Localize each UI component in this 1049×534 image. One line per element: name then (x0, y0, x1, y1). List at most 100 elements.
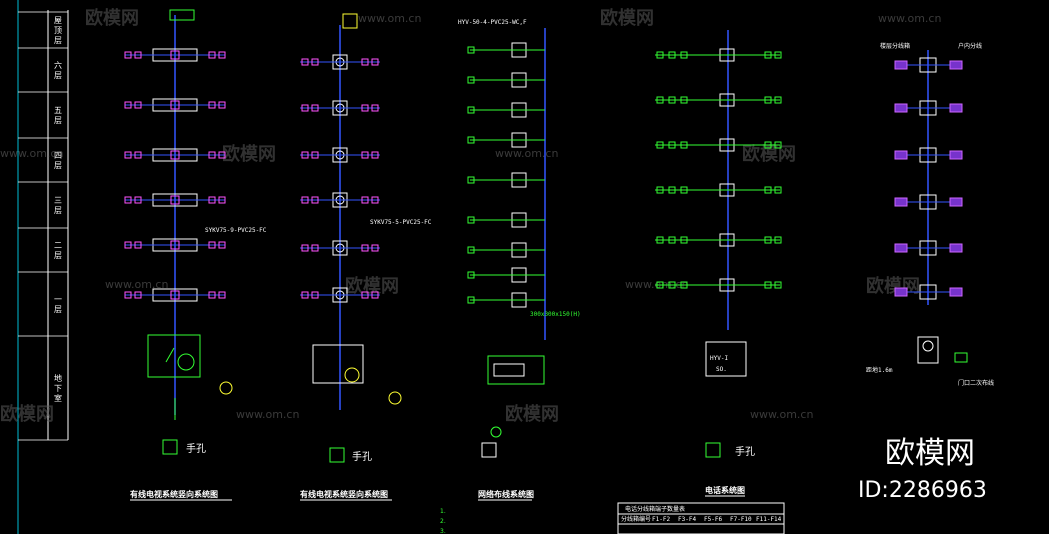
outlet-symbol (371, 244, 379, 252)
top-left-label: 楼层分线箱 (880, 42, 910, 50)
outlet-symbol (124, 101, 132, 109)
watermark-brand: 欧模网 (0, 403, 54, 425)
outlet-symbol (134, 51, 142, 59)
watermark-url: www.om.cn (105, 278, 168, 291)
outlet-symbol (361, 104, 369, 112)
watermark-url: www.om.cn (0, 147, 63, 160)
tel-box-label: SO. (716, 366, 727, 373)
table-header: F5-F6 (704, 516, 722, 523)
outlet-symbol (311, 104, 319, 112)
outlet-symbol (467, 76, 475, 84)
floor-label: 一 (54, 295, 62, 304)
watermark-url: www.om.cn (750, 408, 813, 421)
tel-box-name: HYV-I (710, 355, 728, 362)
outlet-symbol (361, 291, 369, 299)
outlet-symbol (764, 96, 772, 104)
floor-label: 二 (54, 241, 62, 250)
outlet-symbol (467, 106, 475, 114)
outlet-symbol (311, 244, 319, 252)
splitter-symbol (170, 240, 180, 250)
table-header: F11-F14 (756, 516, 782, 523)
outlet-symbol (774, 141, 782, 149)
table-header: F1-F2 (652, 516, 670, 523)
outlet-symbol (301, 291, 309, 299)
floor-label: 层 (54, 305, 62, 314)
floor-label: 三 (54, 196, 62, 205)
outlet-symbol (208, 51, 216, 59)
splitter-symbol (170, 100, 180, 110)
watermark-brand: 欧模网 (85, 7, 139, 29)
outlet-symbol (218, 151, 226, 159)
floor-label: 层 (54, 36, 62, 45)
floor-label: 屋 (54, 16, 62, 25)
riser-cable-label: SYKV75-5-PVC25-FC (370, 219, 432, 226)
diagram-catv-2: 手孔 SYKV75-5-PVC25-FC 有线电视系统竖向系统图 (300, 13, 432, 501)
outlet-symbol (680, 96, 688, 104)
outlet-symbol (134, 241, 142, 249)
splitter-symbol (170, 195, 180, 205)
outlet-symbol (656, 51, 664, 59)
note-item: 1. (440, 508, 446, 515)
diagram-title: 电话系统图 (705, 485, 745, 495)
outlet-symbol (124, 151, 132, 159)
outlet-symbol (680, 141, 688, 149)
outlet-symbol (680, 236, 688, 244)
outlet-symbol (774, 186, 782, 194)
outlet-symbol (764, 236, 772, 244)
floor-label: 四 (54, 151, 62, 160)
intercom-unit (894, 103, 908, 113)
watermark-url: www.om.cn (236, 408, 299, 421)
hand-hole-label: 手孔 (735, 445, 755, 458)
intercom-unit (949, 103, 963, 113)
floor-label: 室 (54, 393, 62, 403)
outlet-symbol (124, 241, 132, 249)
table-header: 分线箱编号 (621, 515, 651, 523)
brand-name: 欧模网 (885, 436, 975, 471)
intercom-unit (894, 287, 908, 297)
outlet-symbol (301, 196, 309, 204)
outlet-symbol (371, 196, 379, 204)
diagram-title: 网络布线系统图 (478, 489, 534, 499)
diagram-title: 有线电视系统竖向系统图 (300, 489, 388, 499)
outlet-symbol (218, 51, 226, 59)
door-note: 门口二次布线 (958, 379, 994, 387)
note-item: 2. (440, 518, 446, 525)
outlet-symbol (361, 58, 369, 66)
outlet-symbol (311, 196, 319, 204)
floor-label: 层 (54, 206, 62, 215)
outlet-symbol (218, 291, 226, 299)
hand-hole-label: 手孔 (186, 442, 206, 455)
outlet-symbol (668, 51, 676, 59)
intercom-unit (949, 60, 963, 70)
outlet-symbol (467, 176, 475, 184)
outlet-symbol (311, 291, 319, 299)
outlet-symbol (680, 281, 688, 289)
outlet-symbol (311, 58, 319, 66)
watermark-brand: 欧模网 (345, 275, 399, 297)
outlet-symbol (764, 51, 772, 59)
outlet-symbol (134, 151, 142, 159)
intercom-unit (894, 150, 908, 160)
floor-label: 层 (54, 71, 62, 80)
outlet-symbol (218, 196, 226, 204)
outlet-symbol (467, 271, 475, 279)
outlet-symbol (361, 196, 369, 204)
note-item: 3. (440, 528, 446, 534)
watermark-layer: 欧模网 www.om.cn 欧模网 www.om.cn www.om.cn 欧模… (0, 7, 941, 425)
table-header: F3-F4 (678, 516, 696, 523)
outlet-symbol (124, 291, 132, 299)
outlet-symbol (467, 296, 475, 304)
outlet-symbol (680, 51, 688, 59)
generated-elements (124, 42, 963, 308)
diagram-catv-1: 手孔 SYKV75-9-PVC25-FC 有线电视系统竖向系统图 (130, 9, 267, 501)
outlet-symbol (774, 281, 782, 289)
floor-label: 五 (54, 106, 62, 115)
splitter-symbol (170, 290, 180, 300)
intercom-unit (949, 150, 963, 160)
outlet-symbol (301, 104, 309, 112)
outlet-symbol (208, 101, 216, 109)
outlet-symbol (764, 141, 772, 149)
